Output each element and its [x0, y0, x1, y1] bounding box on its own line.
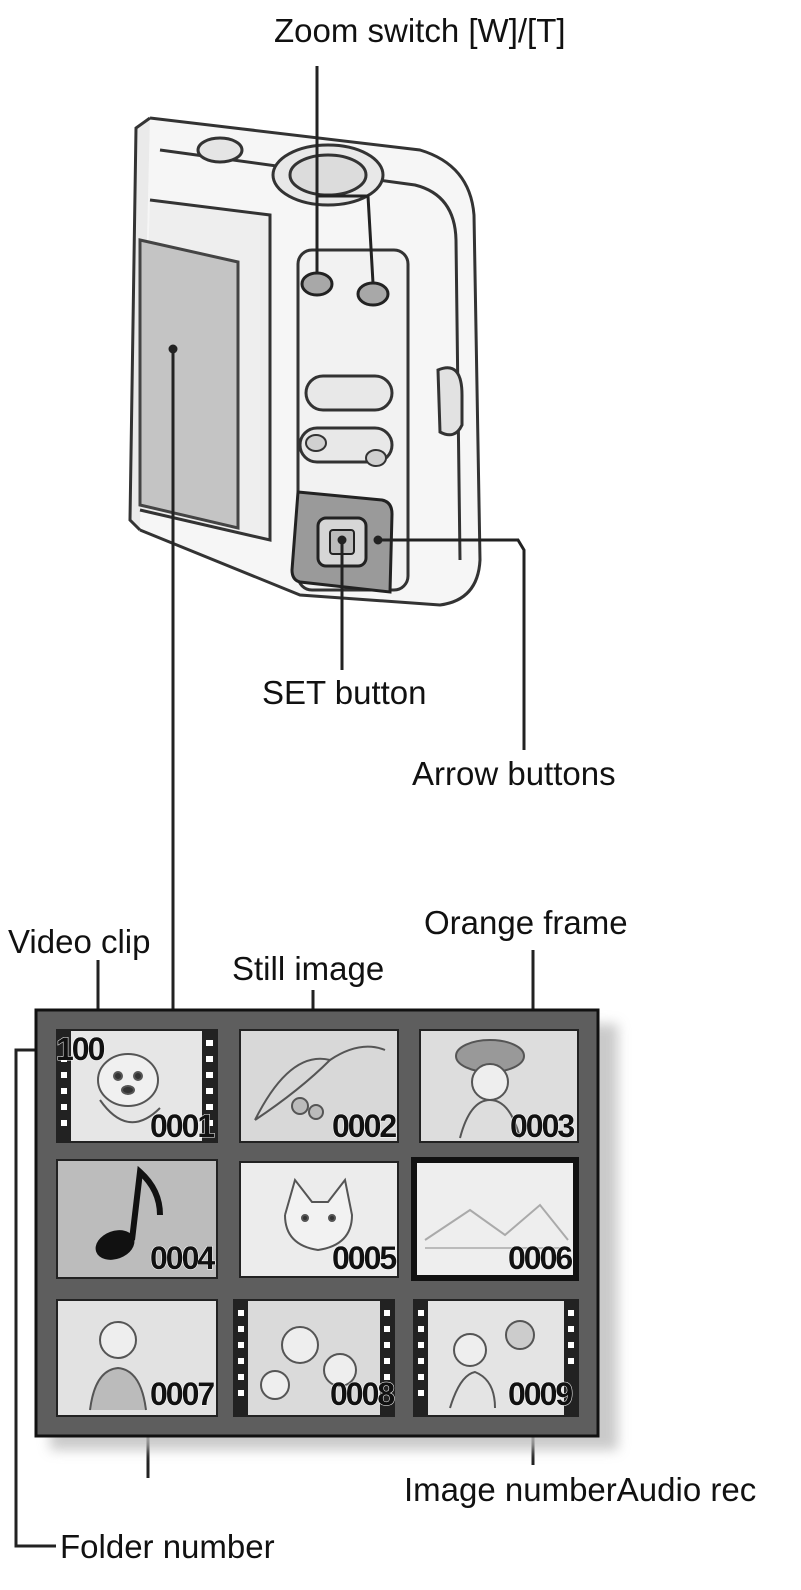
image-number-0009: 0009: [507, 1376, 573, 1412]
image-number-0001: 0001: [149, 1108, 215, 1144]
video-clip-label: Video clip: [8, 923, 151, 960]
image-number-0003: 0003: [509, 1108, 575, 1144]
image-number-audio-label: Image numberAudio rec: [404, 1471, 757, 1508]
thumbnail-artwork: [89, 1039, 569, 1411]
zoom-t-button[interactable]: [356, 281, 390, 307]
image-number-0006: 0006: [507, 1240, 573, 1276]
image-number-0008: 0008: [329, 1376, 395, 1412]
image-number-0002: 0002: [331, 1108, 397, 1144]
thumbnail-0008[interactable]: [233, 1299, 395, 1417]
thumbnail-0002[interactable]: [239, 1029, 399, 1143]
folder-number-label: Folder number: [60, 1528, 275, 1565]
thumbnail-0006[interactable]: [411, 1157, 579, 1281]
arrow-buttons-label: Arrow buttons: [412, 755, 616, 792]
image-number-0007: 0007: [149, 1376, 215, 1412]
lcd-panel: [138, 238, 240, 530]
set-button-label: SET button: [262, 674, 427, 711]
folder-number-value: 100: [55, 1031, 105, 1067]
image-number-0005: 0005: [331, 1240, 397, 1276]
still-image-label: Still image: [232, 950, 385, 987]
menu-button[interactable]: [304, 374, 394, 412]
orange-frame-label: Orange frame: [424, 904, 628, 941]
zoom-switch-label: Zoom switch [W]/[T]: [274, 12, 566, 49]
zoom-w-button[interactable]: [300, 271, 334, 297]
image-number-0004: 0004: [149, 1240, 215, 1276]
